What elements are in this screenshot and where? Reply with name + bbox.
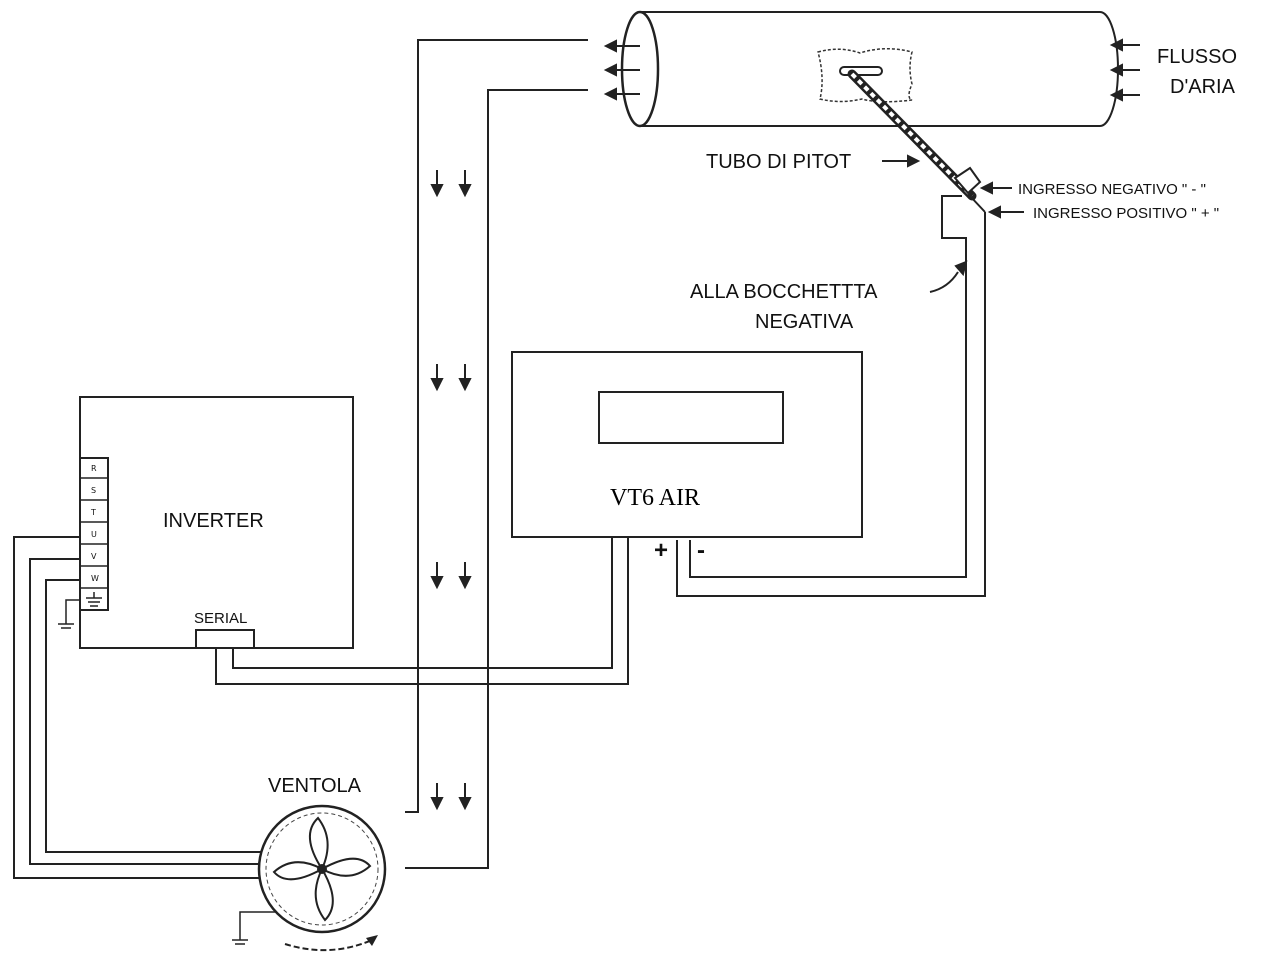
pressure-hoses — [676, 195, 986, 597]
terminal-ground-icon — [86, 592, 102, 607]
fan-ground-icon — [232, 911, 276, 945]
fan-blades-icon — [272, 816, 372, 922]
vt6-air-device: VT6 AIR — [511, 351, 863, 538]
fan — [257, 804, 387, 952]
inflow-arrows — [1109, 38, 1140, 102]
rotation-arrow-icon — [284, 939, 373, 952]
inverter: R S T U V W INVERTER SERIAL — [79, 396, 354, 649]
vt6-plus-terminal: + — [654, 537, 668, 564]
inverter-ground-icon — [58, 599, 80, 629]
positive-input-label: INGRESSO POSITIVO " + " — [1033, 205, 1219, 222]
negative-input-arrow — [979, 181, 1012, 195]
fan-label: VENTOLA — [268, 775, 362, 797]
serial-label: SERIAL — [194, 610, 247, 627]
terminal-w: W — [91, 574, 99, 583]
pitot-label: TUBO DI PITOT — [706, 151, 851, 173]
terminal-s: S — [91, 486, 96, 495]
positive-input-arrow — [987, 205, 1024, 219]
downward-flow-arrows — [430, 170, 472, 811]
flow-label-line1: FLUSSO — [1157, 46, 1237, 68]
pitot-tip — [839, 66, 883, 76]
pitot-pointer-arrow — [882, 154, 921, 168]
motor-wires — [13, 536, 262, 879]
exhaust-pipe — [405, 39, 588, 869]
negative-input-label: INGRESSO NEGATIVO " - " — [1018, 181, 1206, 198]
outflow-arrows — [603, 39, 640, 101]
flow-label-line2: D'ARIA — [1170, 76, 1236, 98]
inverter-label: INVERTER — [163, 510, 264, 532]
terminal-v: V — [91, 552, 97, 561]
serial-cable — [215, 538, 629, 685]
terminal-u: U — [91, 530, 97, 539]
pitot-tube — [847, 69, 986, 213]
vt6-display — [598, 391, 784, 444]
terminal-r: R — [91, 464, 97, 473]
terminal-t: T — [90, 508, 96, 517]
negative-port-label-line1: ALLA BOCCHETTTA — [690, 281, 878, 303]
air-duct — [620, 10, 1119, 128]
inverter-terminal-block — [79, 457, 109, 611]
negative-port-label-line2: NEGATIVA — [755, 311, 854, 333]
vt6-minus-terminal: - — [697, 537, 705, 564]
serial-port — [195, 629, 255, 649]
negative-port-arrow — [929, 260, 968, 293]
vt6-label: VT6 AIR — [610, 485, 700, 511]
